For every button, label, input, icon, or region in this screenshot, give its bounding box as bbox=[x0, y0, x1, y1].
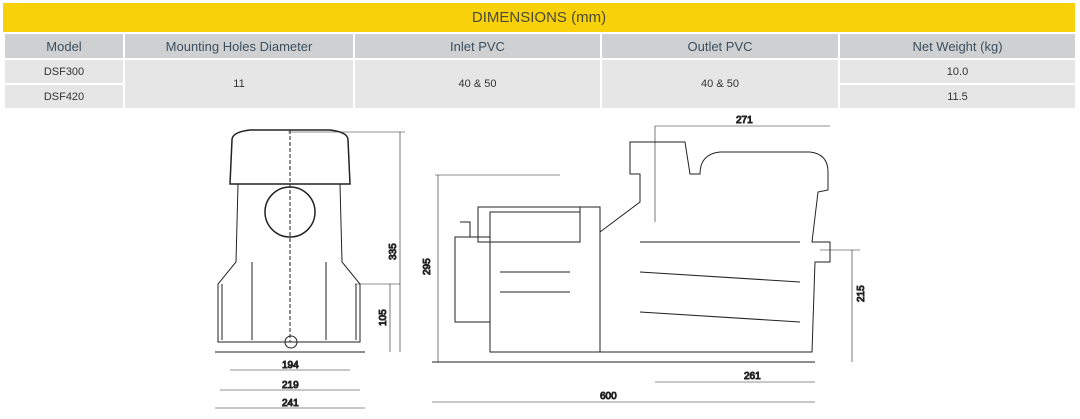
front-view bbox=[215, 129, 405, 409]
dim-side-height: 295 bbox=[422, 258, 433, 275]
header-mounting: Mounting Holes Diameter bbox=[123, 32, 355, 60]
table-row: DSF300 11 40 & 50 40 & 50 10.0 bbox=[3, 58, 1077, 110]
table-row: DSF420 11.5 bbox=[3, 83, 1077, 110]
pump-drawing: 335 105 194 219 241 295 271 215 261 600 bbox=[215, 115, 868, 410]
header-inlet: Inlet PVC bbox=[353, 32, 602, 60]
table-title: DIMENSIONS (mm) bbox=[3, 3, 1075, 32]
header-model: Model bbox=[3, 32, 125, 60]
dimensions-table: Model Mounting Holes Diameter Inlet PVC … bbox=[3, 32, 1077, 110]
model-cell: DSF420 bbox=[3, 83, 125, 110]
dim-side-base: 261 bbox=[744, 371, 761, 382]
side-view bbox=[432, 125, 860, 403]
inlet-cell: 40 & 50 bbox=[353, 58, 602, 110]
header-weight: Net Weight (kg) bbox=[838, 32, 1077, 60]
header-row: Model Mounting Holes Diameter Inlet PVC … bbox=[3, 32, 1077, 60]
dim-front-height: 335 bbox=[388, 243, 399, 260]
dim-front-w3: 241 bbox=[282, 398, 299, 409]
dim-front-w2: 219 bbox=[282, 380, 299, 391]
model-cell: DSF300 bbox=[3, 58, 125, 85]
dim-side-top: 271 bbox=[736, 115, 753, 126]
header-outlet: Outlet PVC bbox=[600, 32, 840, 60]
weight-cell: 11.5 bbox=[838, 83, 1077, 110]
dim-front-w1: 194 bbox=[282, 360, 299, 371]
outlet-cell: 40 & 50 bbox=[600, 58, 840, 110]
weight-cell: 10.0 bbox=[838, 58, 1077, 85]
dim-front-base-height: 105 bbox=[378, 309, 389, 326]
dim-side-outlet-height: 215 bbox=[856, 285, 867, 302]
dim-side-length: 600 bbox=[600, 391, 617, 402]
mounting-cell: 11 bbox=[123, 58, 355, 110]
